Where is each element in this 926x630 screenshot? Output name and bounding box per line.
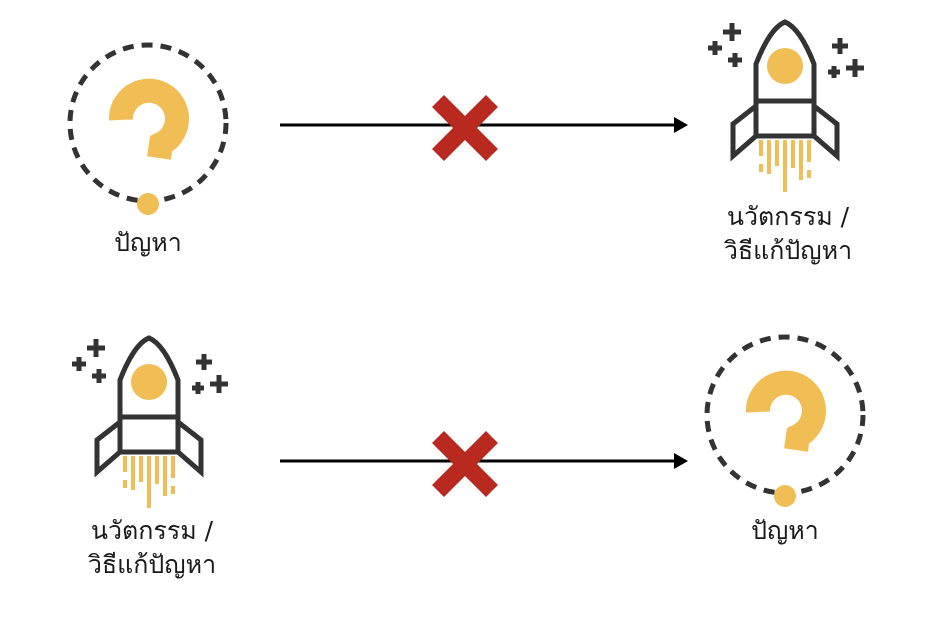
question-icon (63, 40, 233, 220)
rocket-icon (62, 332, 237, 510)
problem-label: ปัญหา (751, 516, 819, 545)
problem-label: ปัญหา (114, 228, 182, 257)
cross-icon (430, 93, 500, 163)
cross-icon (430, 429, 500, 499)
innovation-label: นวัตกรรม / วิธีแก้ปัญหา (723, 202, 853, 265)
innovation-label: นวัตกรรม / วิธีแก้ปัญหา (87, 516, 217, 579)
rocket-icon (698, 16, 873, 194)
question-icon (700, 332, 870, 512)
